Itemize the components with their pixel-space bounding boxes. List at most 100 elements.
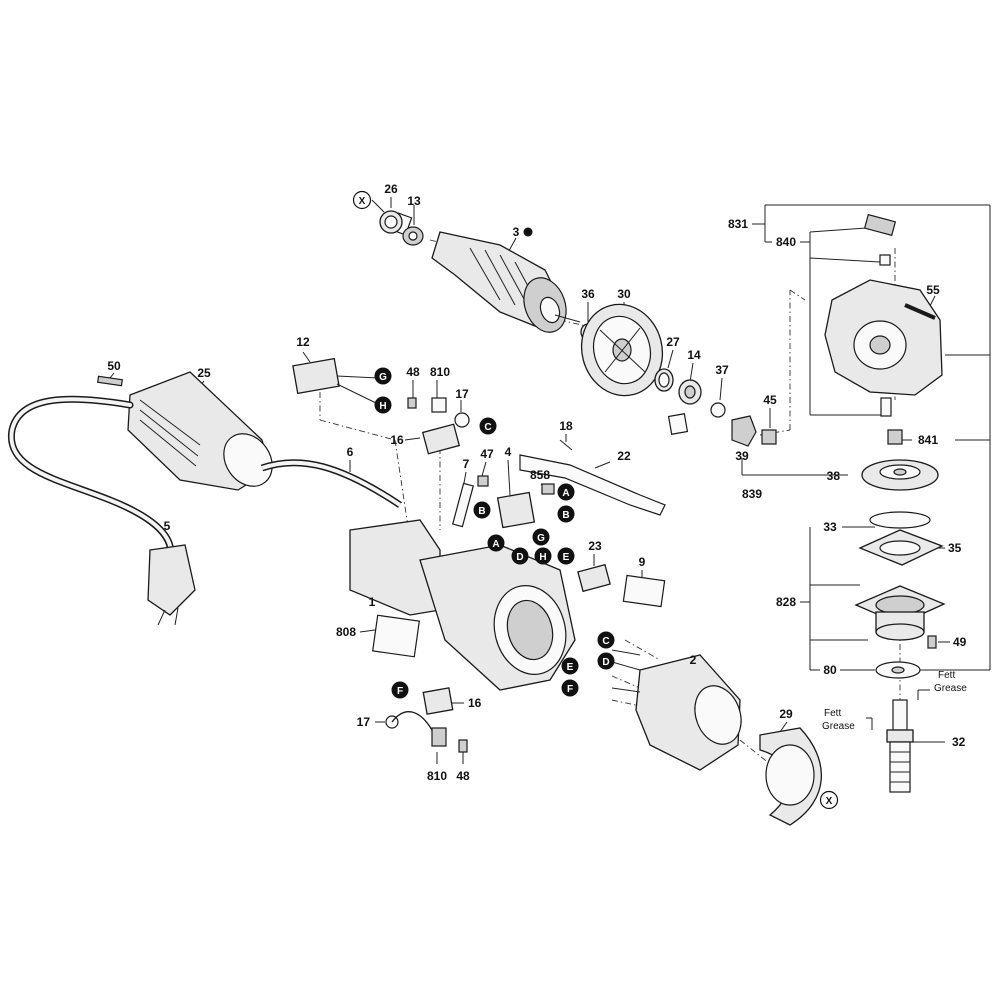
connector-e-mid: E — [557, 547, 575, 565]
callout-18: 18 — [559, 419, 573, 433]
connector-markers: X X G H C B A A — [352, 190, 839, 810]
callout-839: 839 — [742, 487, 762, 501]
svg-text:B: B — [478, 506, 485, 517]
callout-17-top: 17 — [455, 387, 469, 401]
connector-c-top: C — [479, 417, 497, 435]
part-bearing-group-14 — [654, 368, 777, 447]
connector-c-lower: C — [597, 631, 615, 649]
svg-text:E: E — [567, 662, 574, 673]
callout-37: 37 — [715, 363, 729, 377]
connector-x-top: X — [352, 190, 372, 210]
svg-text:C: C — [602, 636, 609, 647]
callout-80: 80 — [823, 663, 837, 677]
svg-text:E: E — [563, 552, 570, 563]
callout-33: 33 — [823, 520, 837, 534]
connector-f-bottom: F — [391, 681, 409, 699]
callout-17-bottom: 17 — [357, 715, 371, 729]
part-guard-29 — [759, 727, 822, 826]
callout-39: 39 — [735, 449, 749, 463]
callout-49: 49 — [953, 635, 967, 649]
callout-48-bottom: 48 — [456, 769, 470, 783]
svg-text:X: X — [826, 796, 833, 807]
connector-g-top: G — [374, 367, 392, 385]
callout-4: 4 — [505, 445, 512, 459]
grease-note-top-en: Grease — [934, 683, 967, 694]
part-end-cap-25 — [97, 371, 273, 491]
note-bullet — [523, 227, 533, 237]
connector-h-mid: H — [534, 547, 552, 565]
svg-text:A: A — [492, 539, 499, 550]
svg-text:C: C — [484, 422, 491, 433]
callout-38: 38 — [827, 469, 841, 483]
svg-text:H: H — [539, 552, 546, 563]
callout-810-bottom: 810 — [427, 769, 447, 783]
svg-text:X: X — [359, 196, 366, 207]
connector-f-lower: F — [561, 679, 579, 697]
part-spindle-32 — [886, 699, 914, 793]
callout-47: 47 — [480, 447, 494, 461]
callout-labels: 26 13 3 36 30 27 14 37 45 39 839 38 831 … — [107, 182, 966, 783]
svg-text:B: B — [562, 510, 569, 521]
part-stator-2 — [635, 654, 742, 771]
grease-note-top-de: Fett — [938, 670, 955, 681]
callout-30: 30 — [617, 287, 631, 301]
callout-32: 32 — [952, 735, 966, 749]
connector-e-lower: E — [561, 657, 579, 675]
callout-23: 23 — [588, 539, 602, 553]
connector-b-right: B — [557, 505, 575, 523]
callout-55: 55 — [926, 283, 940, 297]
callout-9: 9 — [639, 555, 646, 569]
svg-text:H: H — [379, 401, 386, 412]
callout-840: 840 — [776, 235, 796, 249]
callout-16-top: 16 — [390, 433, 404, 447]
callout-2: 2 — [690, 653, 697, 667]
callout-7: 7 — [463, 457, 470, 471]
callout-48-top: 48 — [406, 365, 420, 379]
connector-d-mid: D — [511, 547, 529, 565]
part-gear-38 — [861, 459, 939, 491]
connector-b-left: B — [473, 501, 491, 519]
callout-14: 14 — [687, 348, 701, 362]
callout-810-top: 810 — [430, 365, 450, 379]
callout-858: 858 — [530, 468, 550, 482]
callout-22: 22 — [617, 449, 631, 463]
part-fan-30 — [580, 303, 664, 397]
svg-text:D: D — [516, 552, 523, 563]
callout-831: 831 — [728, 217, 748, 231]
connector-a-right: A — [557, 483, 575, 501]
svg-text:F: F — [567, 684, 573, 695]
callout-29: 29 — [779, 707, 793, 721]
callout-35: 35 — [948, 541, 962, 555]
connector-g-right: G — [532, 528, 550, 546]
part-brush-parts-lower — [385, 649, 641, 753]
callout-27: 27 — [666, 335, 680, 349]
svg-text:G: G — [537, 533, 545, 544]
callout-45: 45 — [763, 393, 777, 407]
callout-50: 50 — [107, 359, 121, 373]
callout-25: 25 — [197, 366, 211, 380]
callout-13: 13 — [407, 194, 421, 208]
connector-h-top: H — [374, 396, 392, 414]
svg-text:F: F — [397, 686, 403, 697]
callout-841: 841 — [918, 433, 938, 447]
connector-a-left: A — [487, 534, 505, 552]
grease-note-left-en: Grease — [822, 721, 855, 732]
callout-12: 12 — [296, 335, 310, 349]
callout-6: 6 — [347, 445, 354, 459]
part-gear-housing — [824, 213, 943, 445]
callout-1: 1 — [369, 595, 376, 609]
part-cable-5 — [7, 395, 402, 626]
svg-text:G: G — [379, 372, 387, 383]
callout-36: 36 — [581, 287, 595, 301]
connector-x-bottom: X — [819, 790, 839, 810]
grease-notes: Fett Grease Fett Grease — [822, 670, 967, 732]
callout-16-bottom: 16 — [468, 696, 482, 710]
svg-text:A: A — [562, 488, 569, 499]
part-armature-3 — [391, 212, 581, 333]
part-bearing-flange-828 — [854, 511, 946, 679]
connector-d-lower: D — [597, 652, 615, 670]
callout-828: 828 — [776, 595, 796, 609]
callout-3: 3 — [513, 225, 520, 239]
grease-note-left-de: Fett — [824, 708, 841, 719]
